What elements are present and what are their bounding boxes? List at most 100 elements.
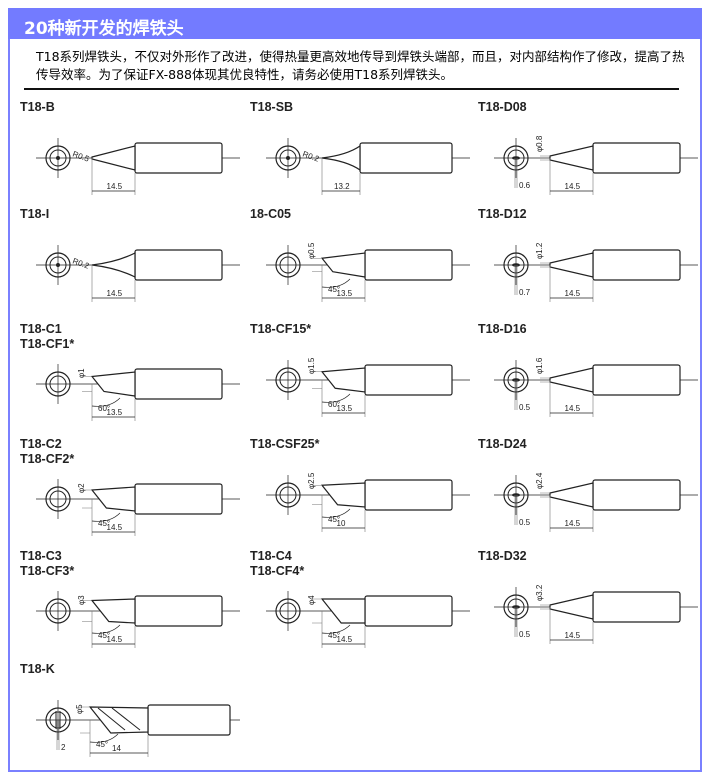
section-outer-circle xyxy=(45,598,71,624)
section-blade xyxy=(512,156,520,160)
section-outer-circle xyxy=(45,486,71,512)
section-inner-circle xyxy=(507,598,525,616)
tip-drawing: 14.5φ1.60.5 xyxy=(494,357,698,417)
angle-dimension: 45° xyxy=(96,740,108,749)
section-inner-circle xyxy=(279,486,297,504)
length-dimension: 14.5 xyxy=(565,519,581,528)
knife-edge xyxy=(111,707,141,731)
model-name: T18-SB xyxy=(250,100,294,114)
tip-cone xyxy=(549,482,594,508)
angle-arc xyxy=(321,278,351,288)
model-name: T18-CF15* xyxy=(250,322,312,336)
section-outer-circle xyxy=(275,367,301,393)
section-outer-circle xyxy=(45,371,71,397)
section-outer-circle xyxy=(503,482,529,508)
tip-drawing: 14.5φ2.40.5 xyxy=(494,472,698,532)
angle-dimension: 45° xyxy=(328,285,340,294)
length-dimension: 13.2 xyxy=(334,182,350,191)
width-dimension: 0.7 xyxy=(519,288,531,297)
tip-shank xyxy=(592,142,681,174)
section-outer-circle xyxy=(503,367,529,393)
tip-cone xyxy=(320,252,366,278)
diameter-dimension: φ1 xyxy=(77,368,86,378)
section-inner-circle xyxy=(507,149,525,167)
tip-shank xyxy=(134,142,223,174)
section-inner-circle xyxy=(49,256,67,274)
section-inner-circle xyxy=(49,711,67,729)
model-name: 18-C05 xyxy=(250,207,291,221)
tip-shank xyxy=(147,704,231,736)
length-dimension: 13.5 xyxy=(337,404,353,413)
section-outer-circle xyxy=(275,482,301,508)
tip-shank xyxy=(134,368,223,400)
section-inner-circle xyxy=(49,602,67,620)
tip-shank xyxy=(359,142,453,174)
tip-drawing: 13.5φ0.545° xyxy=(266,242,470,302)
section-outer-circle xyxy=(45,145,71,171)
tip-cone xyxy=(90,486,136,512)
length-dimension: 14.5 xyxy=(565,289,581,298)
radius-dimension: R0.2 xyxy=(301,149,320,163)
angle-arc xyxy=(321,624,351,634)
model-name: T18-CF2* xyxy=(20,452,75,466)
diameter-dimension: φ0.8 xyxy=(535,135,544,152)
tip-model-label: T18-B xyxy=(20,100,55,115)
length-dimension: 14.5 xyxy=(107,289,123,298)
diameter-dimension: φ1.5 xyxy=(307,357,316,374)
section-point xyxy=(56,156,60,160)
tip-shank xyxy=(134,595,223,627)
model-name: T18-CSF25* xyxy=(250,437,320,451)
section-inner-circle xyxy=(507,486,525,504)
section-outer-circle xyxy=(275,598,301,624)
angle-dimension: 60° xyxy=(98,404,110,413)
tip-t18-d12: 14.5 φ1.2 0.7 T18-D12 xyxy=(478,207,706,322)
tip-shank xyxy=(364,479,453,511)
tip-cone xyxy=(320,367,366,393)
diameter-dimension: φ3.2 xyxy=(535,584,544,601)
tip-shank xyxy=(364,595,453,627)
tip-cone xyxy=(549,252,594,278)
tip-drawing: 13.5 φ1 60° xyxy=(36,364,240,421)
section-inner-circle xyxy=(49,490,67,508)
diameter-dimension: φ4 xyxy=(307,595,316,605)
length-dimension: 13.5 xyxy=(107,408,123,417)
diameter-dimension: φ3 xyxy=(77,595,86,605)
angle-arc xyxy=(91,624,121,634)
tip-model-label: T18-D12 xyxy=(478,207,527,222)
width-dimension: 2 xyxy=(61,743,66,752)
model-name: T18-B xyxy=(20,100,55,114)
angle-arc xyxy=(91,512,121,522)
tip-shank xyxy=(134,249,223,281)
diameter-dimension: φ2 xyxy=(77,483,86,493)
section-outer-circle xyxy=(275,252,301,278)
section-blade xyxy=(512,493,520,497)
section-blade xyxy=(512,263,520,267)
length-dimension: 14.5 xyxy=(565,182,581,191)
knife-edge xyxy=(97,707,126,731)
section-inner-circle xyxy=(279,149,297,167)
tip-model-label: T18-D16 xyxy=(478,322,527,337)
length-dimension: 14.5 xyxy=(107,635,123,644)
tip-shank xyxy=(592,591,681,623)
tip-cone xyxy=(91,252,136,278)
diameter-dimension: φ1.2 xyxy=(535,242,544,259)
section-outer-circle xyxy=(503,145,529,171)
section-outer-circle xyxy=(503,252,529,278)
model-name: T18-CF3* xyxy=(20,564,75,578)
tip-shank xyxy=(592,364,681,396)
tip-drawing: 13.2 R0.2 xyxy=(266,138,470,195)
angle-arc xyxy=(91,397,121,407)
radius-dimension: R0.5 xyxy=(71,149,90,163)
